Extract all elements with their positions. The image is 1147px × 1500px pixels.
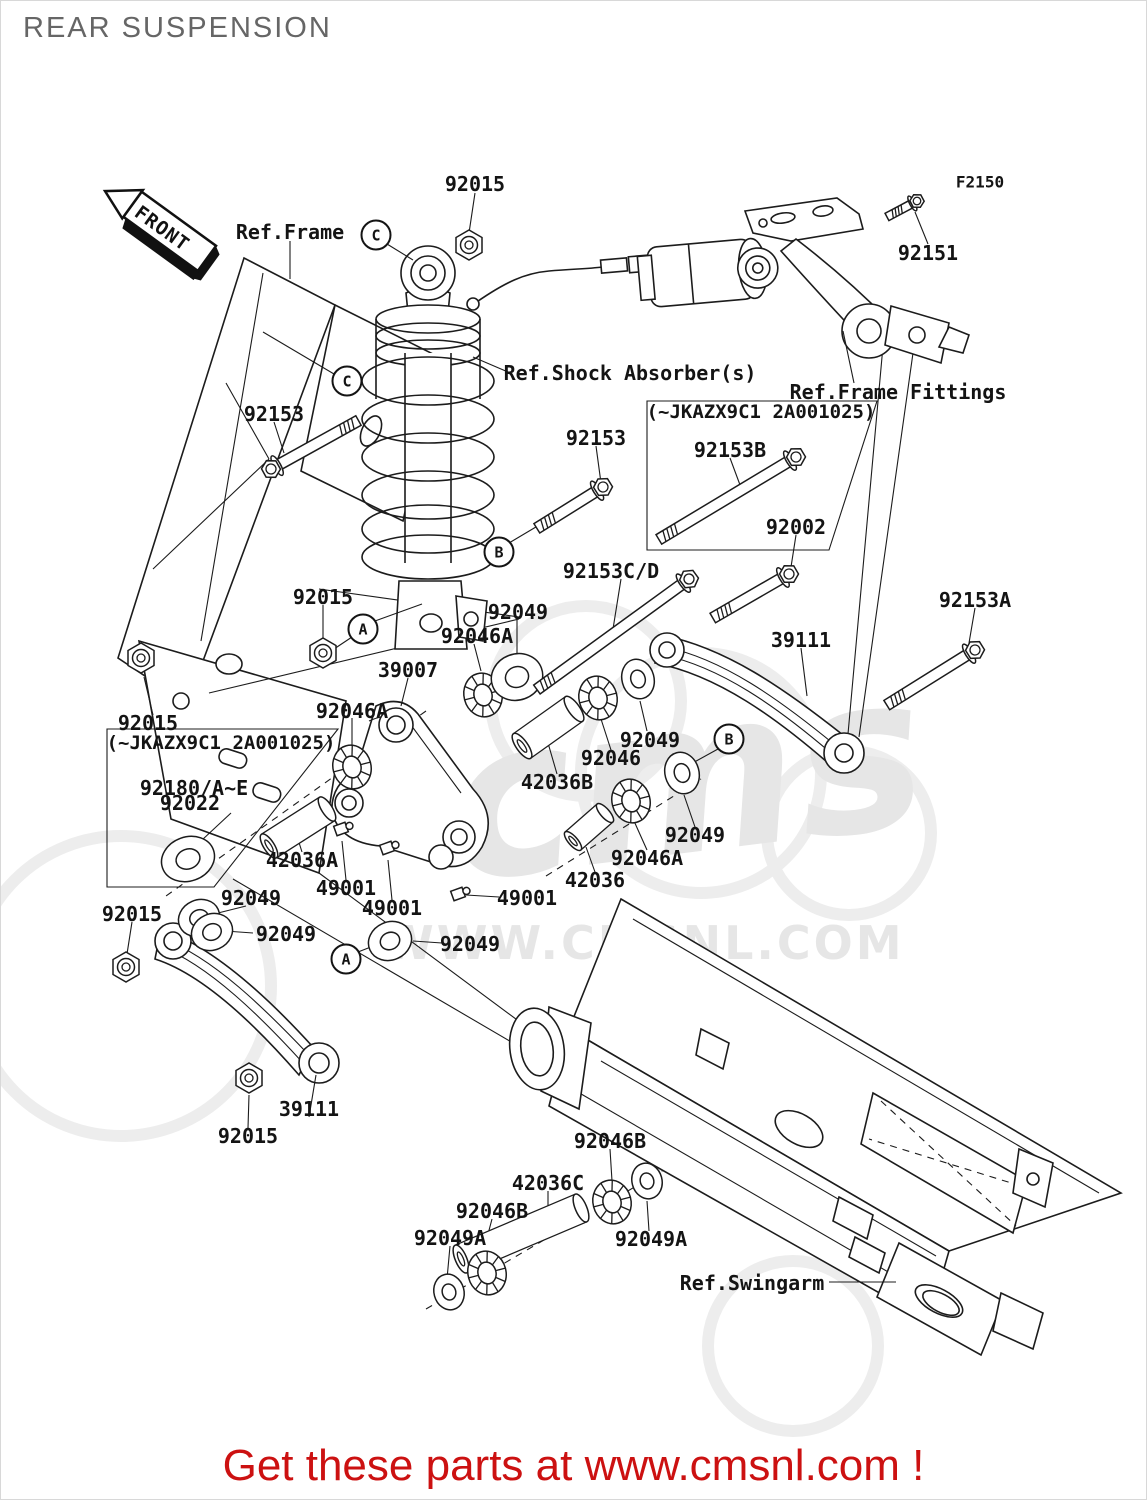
part-label: Ref.Shock Absorber(s) xyxy=(503,361,757,385)
part-label: 92022 xyxy=(159,791,221,815)
part-label: 39111 xyxy=(278,1097,340,1121)
callout-C: C xyxy=(360,219,392,251)
part-label: 92015 xyxy=(292,585,354,609)
frame-fittings-drawing xyxy=(743,197,970,365)
part-label: 49001 xyxy=(496,886,558,910)
wedge-leaders xyxy=(152,345,914,1044)
part-label: 92046B xyxy=(573,1129,647,1153)
part-label: 92046A xyxy=(610,846,684,870)
hardware-parts xyxy=(112,193,986,1311)
part-label: 49001 xyxy=(315,876,377,900)
part-label: 42036C xyxy=(511,1171,585,1195)
part-label: 39111 xyxy=(770,628,832,652)
part-label: 92151 xyxy=(897,241,959,265)
part-label: 92153 xyxy=(243,402,305,426)
part-label: 92049 xyxy=(487,600,549,624)
part-label: 92153C/D xyxy=(562,559,660,583)
part-label: 49001 xyxy=(361,896,423,920)
serial-range-box-1 xyxy=(646,400,878,551)
reservoir-drawing xyxy=(636,237,779,308)
part-label: (~JKAZX9C1 2A001025) xyxy=(106,732,336,754)
tie-rod-lower-drawing xyxy=(154,922,340,1084)
part-label: 92046A xyxy=(315,699,389,723)
swingarm-drawing xyxy=(508,897,1123,1357)
part-label: Ref.Frame Fittings xyxy=(789,380,1007,404)
part-label: 92046A xyxy=(440,624,514,648)
part-label: 39007 xyxy=(377,658,439,682)
callout-A: A xyxy=(347,613,379,645)
page-title: REAR SUSPENSION xyxy=(23,12,332,44)
part-label: 92180/A~E xyxy=(139,776,249,800)
part-label: 92015 xyxy=(444,172,506,196)
part-label: 42036B xyxy=(520,770,594,794)
part-label: 92049 xyxy=(619,728,681,752)
part-label: 92015 xyxy=(117,711,179,735)
part-label: F2150 xyxy=(955,172,1005,192)
part-label: 92015 xyxy=(101,902,163,926)
part-label: 42036 xyxy=(564,868,626,892)
part-label: 92153 xyxy=(565,426,627,450)
callout-C: C xyxy=(331,365,363,397)
cmsnl-banner-link[interactable]: Get these parts at www.cmsnl.com ! xyxy=(222,1441,925,1490)
part-label: 92049 xyxy=(255,922,317,946)
part-label: 92153B xyxy=(693,438,767,462)
part-label: 92049 xyxy=(220,886,282,910)
callout-A: A xyxy=(330,943,362,975)
shock-absorber-drawing xyxy=(361,245,649,650)
part-label: 92002 xyxy=(765,515,827,539)
part-label: (~JKAZX9C1 2A001025) xyxy=(646,401,876,423)
rocker-arm-drawing xyxy=(331,700,489,870)
callout-B: B xyxy=(713,723,745,755)
part-label: 92015 xyxy=(217,1124,279,1148)
front-direction-arrow-icon: FRONT xyxy=(102,188,220,281)
part-label: 92046 xyxy=(580,746,642,770)
callout-B: B xyxy=(483,536,515,568)
part-label: 92046B xyxy=(455,1199,529,1223)
part-label: 92049A xyxy=(614,1227,688,1251)
part-label: 42036A xyxy=(265,848,339,872)
tie-rod-upper-drawing xyxy=(649,632,865,774)
part-label: Ref.Frame xyxy=(235,220,345,244)
part-label: 92049 xyxy=(664,823,726,847)
part-label: 92049A xyxy=(413,1226,487,1250)
part-label: Ref.Swingarm xyxy=(679,1271,825,1295)
part-label: 92153A xyxy=(938,588,1012,612)
part-label: 92049 xyxy=(439,932,501,956)
